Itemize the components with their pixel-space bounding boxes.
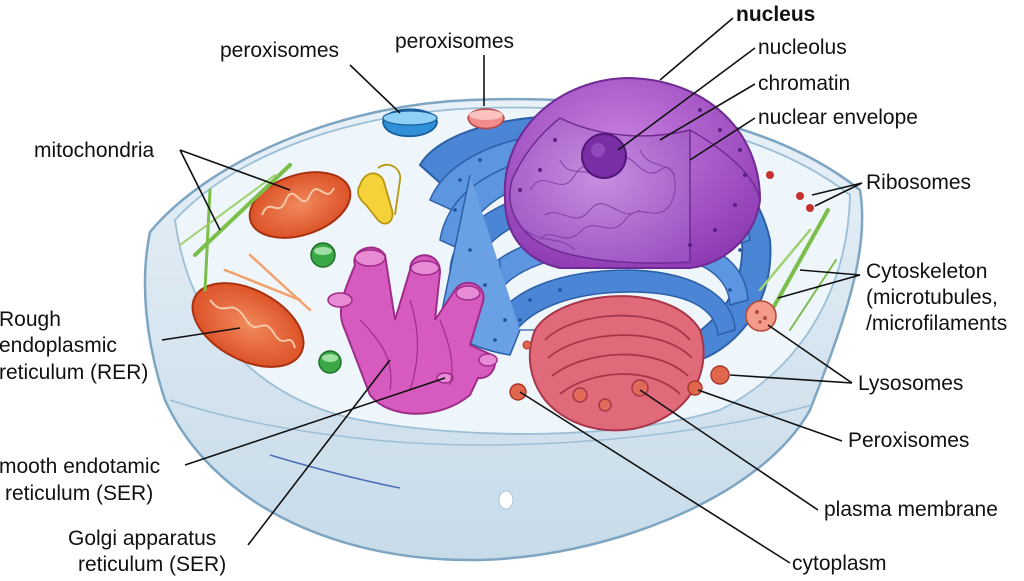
free-ribosomes: [509, 171, 814, 401]
label-rer-line1: Rough: [0, 308, 61, 331]
nuclear-pore: [743, 173, 747, 177]
green-vesicle-2: [318, 350, 342, 374]
label-plasma-membrane: plasma membrane: [824, 498, 998, 521]
nucleus-cut-edge: [689, 129, 761, 201]
peroxisome-pink: [467, 108, 505, 130]
leader-cytoplasm: [519, 391, 791, 564]
nuclear-pore: [538, 168, 542, 172]
er-dot: [558, 288, 562, 292]
vacuole: [498, 490, 514, 510]
nuclear-pore: [698, 108, 702, 112]
label-chromatin: chromatin: [758, 72, 851, 95]
label-golgi-line2: reticulum (SER): [78, 553, 227, 576]
golgi-apparatus: [327, 246, 498, 415]
leader-plasma-membrane: [639, 389, 819, 511]
label-nucleolus: nucleolus: [758, 36, 847, 59]
nucleus: [503, 76, 762, 269]
leader-nucleolus: [617, 47, 756, 151]
golgi-stack: [528, 295, 705, 432]
er-dot: [478, 158, 482, 162]
mitochondrion-upper: [248, 171, 352, 239]
er-dot: [453, 208, 457, 212]
leader-golgi: [247, 359, 391, 546]
peroxisome-blue: [382, 108, 438, 138]
leader-ribosomes-1: [811, 182, 863, 196]
label-rer-line3: reticulum (RER): [0, 361, 149, 384]
centriole: [357, 163, 401, 225]
nucleus-cutaway: [509, 117, 691, 264]
label-ser-line1: mooth endotamic: [0, 455, 161, 478]
nuclear-pore: [688, 243, 692, 247]
nuclear-pore: [713, 228, 717, 232]
label-nucleus: nucleus: [736, 3, 816, 26]
nuclear-pore: [553, 138, 557, 142]
er-dot: [493, 338, 497, 342]
er-dot: [483, 283, 487, 287]
nuclear-pore: [738, 148, 742, 152]
er-dot: [503, 318, 507, 322]
nuclear-pores: [518, 108, 747, 247]
leader-lysosomes-1: [767, 324, 853, 384]
bowl-inner-line: [269, 454, 401, 489]
er-dot: [738, 248, 742, 252]
label-ribosomes: Ribosomes: [866, 171, 972, 194]
er-dot: [458, 178, 462, 182]
leader-cytoskeleton-2: [777, 274, 861, 299]
nuclear-pore: [733, 203, 737, 207]
label-lysosomes: Lysosomes: [858, 372, 964, 395]
leader-mitochondria-2: [179, 149, 221, 231]
leader-rer: [161, 327, 241, 341]
er-dot: [528, 298, 532, 302]
mitochondrion-lower: [191, 282, 305, 368]
leader-cytoskeleton-1: [799, 269, 861, 276]
label-rer-line2: endoplasmic: [0, 334, 117, 357]
lysosome: [745, 300, 777, 332]
leader-ribosomes-2: [814, 182, 863, 207]
label-golgi-line1: Golgi apparatus: [68, 527, 217, 550]
leader-lysosomes-2: [729, 374, 853, 384]
label-cytoplasm: cytoplasm: [792, 552, 887, 575]
er-dot: [728, 288, 732, 292]
bowl-rim: [169, 399, 813, 446]
leader-peroxisomes-left: [349, 64, 401, 114]
label-peroxisomes-right: Peroxisomes: [848, 429, 970, 452]
label-cytoskeleton-line3: /microfilaments: [866, 312, 1008, 335]
leader-mitochondria-1: [179, 149, 291, 191]
nuclear-pore: [518, 188, 522, 192]
label-cytoskeleton-line2: (microtubules,: [866, 286, 998, 309]
er-dot: [468, 248, 472, 252]
green-vesicle-1: [310, 242, 336, 268]
leader-chromatin: [659, 83, 756, 141]
leader-peroxisomes-right: [697, 389, 843, 442]
label-mitochondria: mitochondria: [34, 139, 155, 162]
leader-nuclear-envelope: [689, 117, 756, 161]
nuclear-pore: [718, 128, 722, 132]
label-nuclear-envelope: nuclear envelope: [758, 106, 918, 129]
er-dot: [518, 318, 522, 322]
nucleolus: [581, 133, 627, 179]
chromatin-strands: [524, 149, 676, 251]
label-peroxisomes-left: peroxisomes: [220, 39, 340, 62]
label-peroxisomes-mid: peroxisomes: [395, 30, 515, 53]
leader-nucleus: [659, 17, 734, 81]
label-cytoskeleton-line1: Cytoskeleton: [866, 260, 988, 283]
label-ser-line2: reticulum (SER): [5, 482, 154, 505]
leader-lines: [161, 17, 863, 564]
leader-ser: [184, 377, 446, 466]
